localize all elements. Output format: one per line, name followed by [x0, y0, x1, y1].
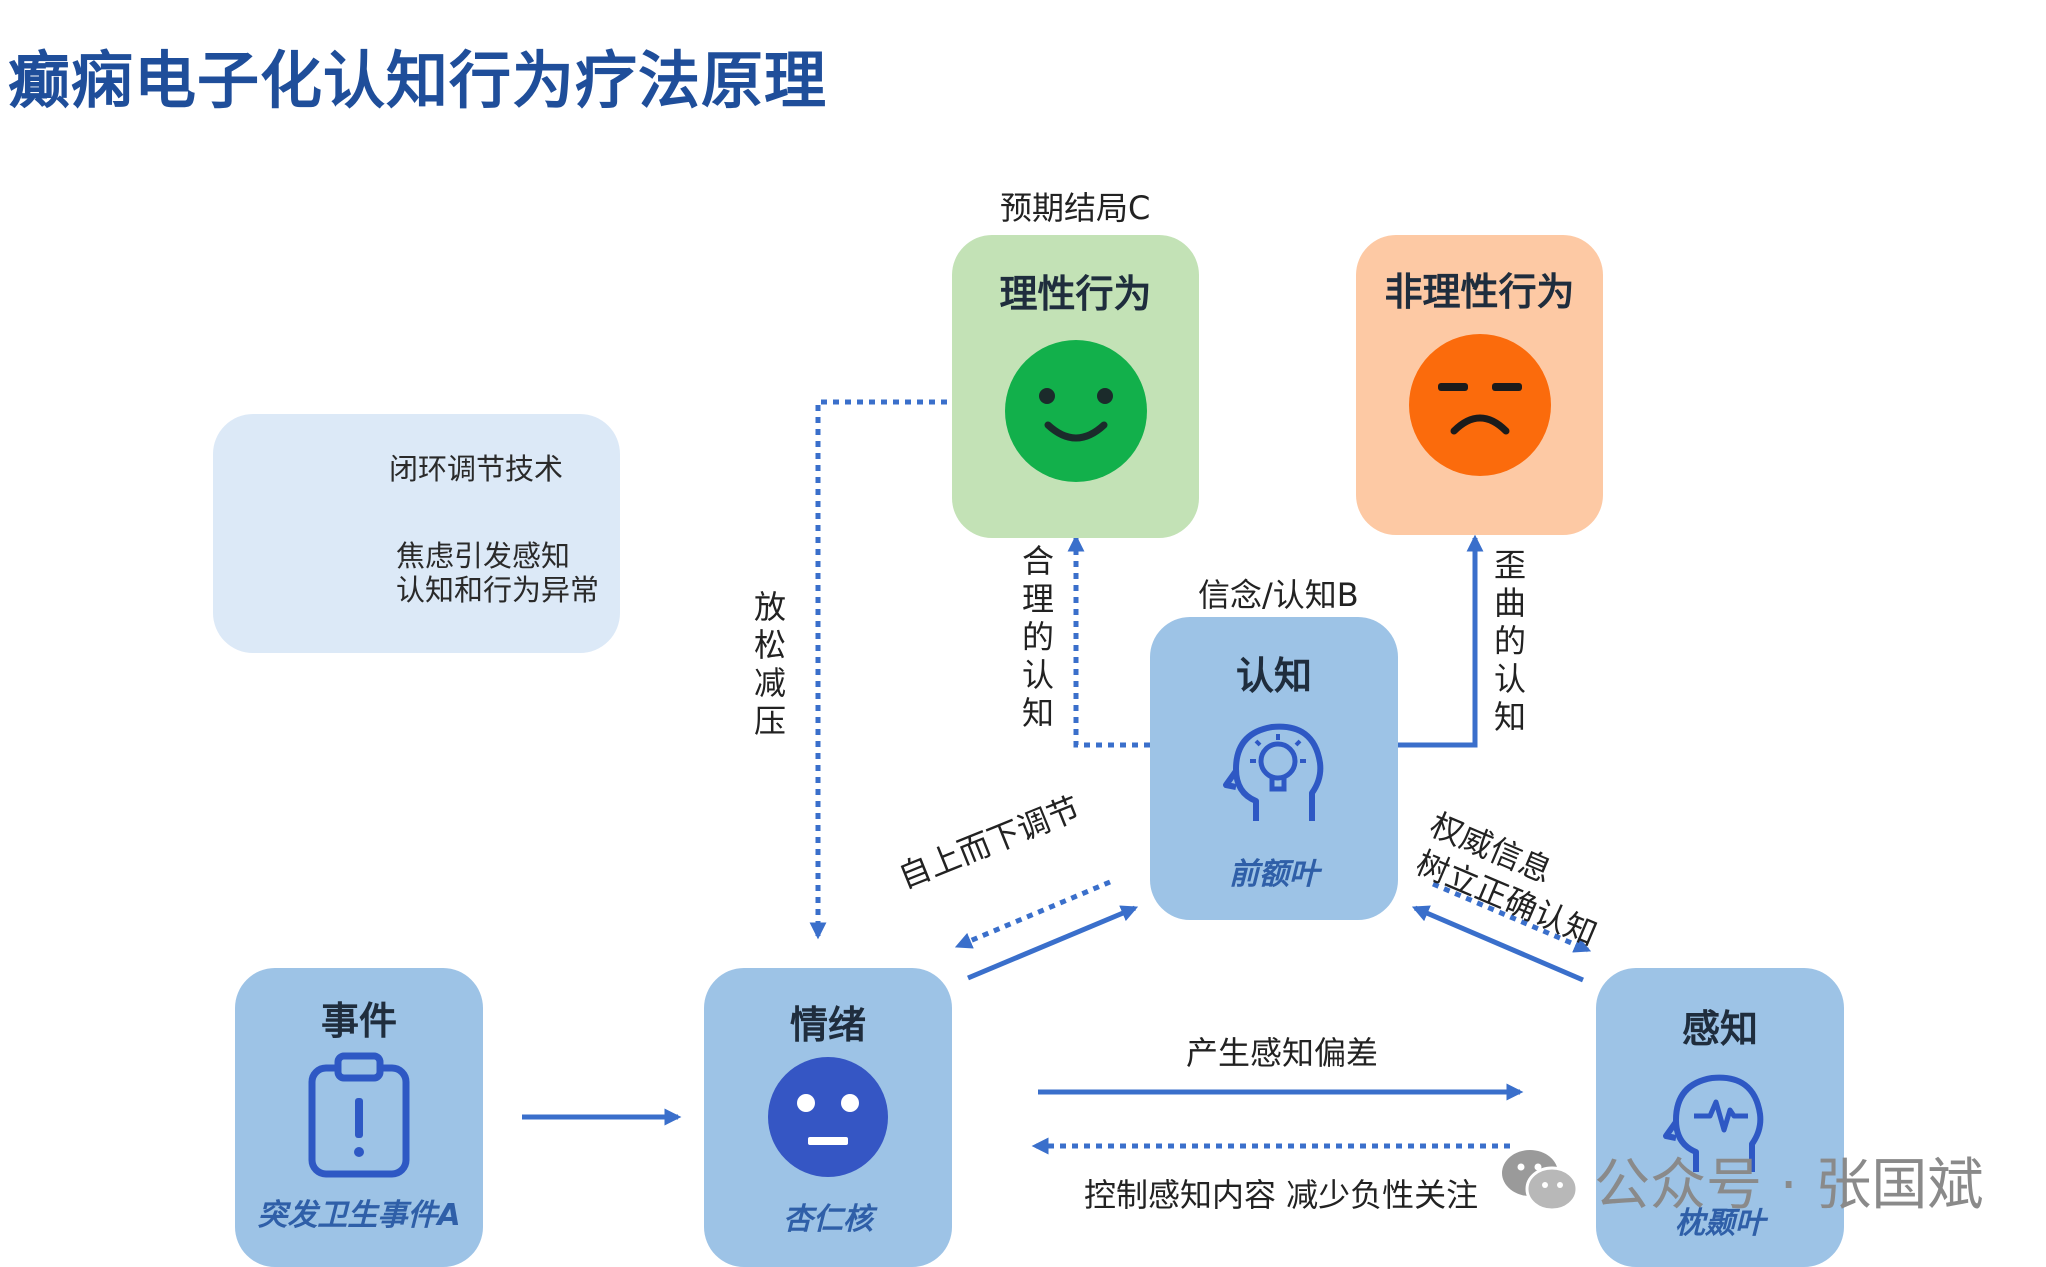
legend-panel: 闭环调节技术 焦虑引发感知 认知和行为异常	[213, 414, 620, 653]
cognition-caption: 信念/认知B	[1198, 576, 1359, 614]
node-event: 事件 突发卫生事件A	[235, 968, 483, 1267]
perception-title: 感知	[1681, 1007, 1758, 1051]
node-emotion: 情绪 杏仁核	[704, 968, 952, 1267]
label-distorted-cognition: 歪曲的认知	[1493, 546, 1526, 736]
legend-dotted-label-line1: 焦虑引发感知	[396, 539, 571, 573]
event-title: 事件	[320, 999, 397, 1043]
label-control-perception: 控制感知内容 减少负性关注	[1084, 1176, 1479, 1214]
arrow-rational-cognition	[1067, 534, 1150, 748]
perception-subtitle: 枕颞叶	[1675, 1206, 1765, 1241]
emotion-title: 情绪	[789, 1003, 866, 1047]
watermark-text: 公众号 · 张国斌	[1594, 1152, 1984, 1218]
arrow-emotion-to-cognition	[967, 905, 1139, 981]
rational-title: 理性行为	[999, 272, 1152, 316]
clipboard-alert-icon	[308, 1052, 410, 1178]
watermark: 公众号 · 张国斌	[1500, 1140, 1983, 1220]
page-title: 癫痫电子化认知行为疗法原理	[8, 44, 828, 117]
arrow-perception-to-cognition	[1411, 905, 1584, 983]
node-cognition: 认知 前额叶	[1150, 617, 1398, 920]
cognition-subtitle: 前额叶	[1229, 857, 1319, 892]
label-perception-bias: 产生感知偏差	[1186, 1034, 1379, 1072]
event-subtitle: 突发卫生事件A	[257, 1198, 461, 1233]
label-rational-cognition: 合理的认知	[1021, 542, 1054, 732]
head-pulse-icon	[1663, 1074, 1764, 1172]
node-rational-behavior: 理性行为	[952, 235, 1199, 538]
neutral-face-icon	[768, 1057, 888, 1177]
arrow-distorted-cognition	[1398, 534, 1484, 748]
head-lightbulb-icon	[1223, 723, 1324, 821]
irrational-title: 非理性行为	[1384, 270, 1575, 314]
legend-dotted-label-line2: 认知和行为异常	[396, 573, 600, 607]
wechat-icon	[1502, 1150, 1579, 1212]
arrow-relax	[809, 399, 947, 940]
node-irrational-behavior: 非理性行为	[1356, 235, 1603, 535]
legend-solid-label: 闭环调节技术	[389, 452, 564, 486]
node-perception: 感知 枕颞叶	[1596, 968, 1844, 1267]
emotion-subtitle: 杏仁核	[783, 1202, 873, 1237]
cognition-title: 认知	[1235, 654, 1312, 698]
arrow-authority	[1432, 881, 1592, 953]
label-relax: 放松减压	[753, 588, 786, 740]
smile-face-icon	[1005, 340, 1147, 482]
arrow-top-down	[954, 879, 1111, 949]
frown-face-icon	[1409, 334, 1551, 476]
rational-caption: 预期结局C	[1000, 189, 1151, 227]
